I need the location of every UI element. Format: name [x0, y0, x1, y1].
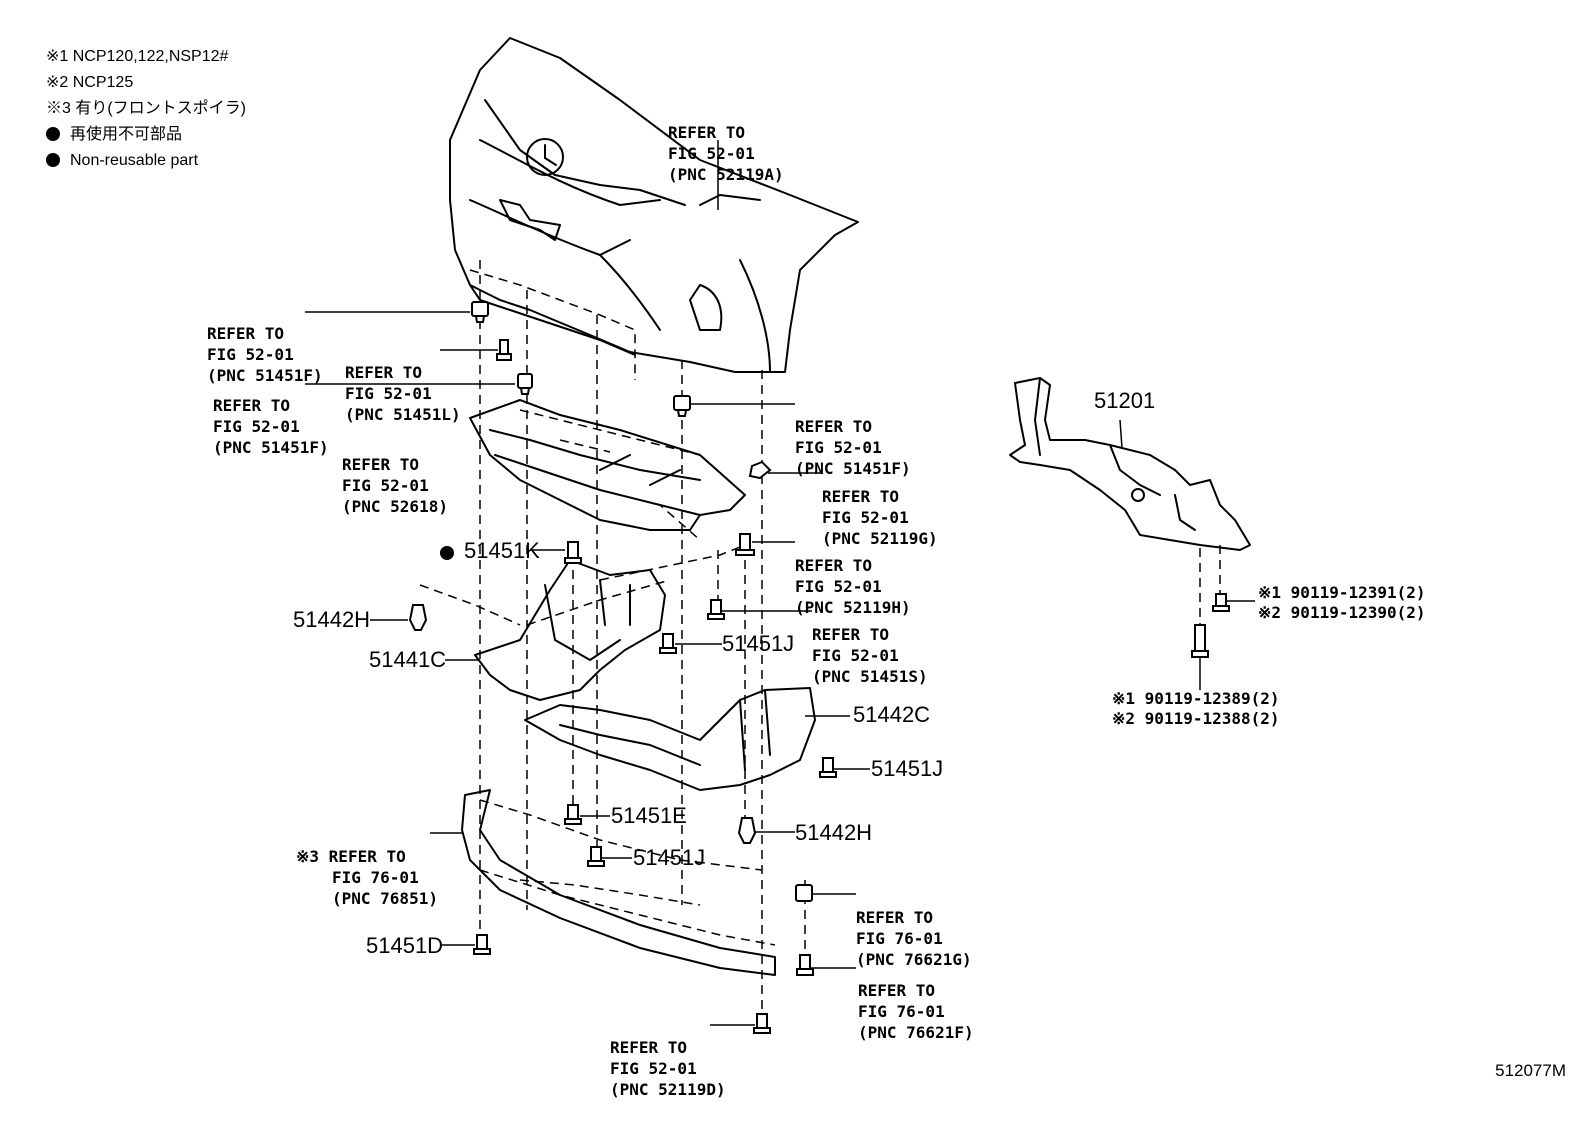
front-bumper-cover: [449, 37, 859, 373]
bullet-icon: [46, 127, 60, 141]
crossmember-51201: [1009, 377, 1251, 551]
bolt-icon: [564, 804, 582, 825]
part-51451J-b: 51451J: [871, 756, 944, 781]
bolt-icon: [473, 934, 491, 955]
part-51451D: 51451D: [366, 933, 444, 958]
part-51442H-a: 51442H: [293, 607, 371, 632]
legend-nonreusable-jp: 再使用不可部品: [46, 122, 246, 148]
bolt-icon: [753, 1013, 771, 1034]
bolt-icon: [1212, 593, 1230, 612]
clip-icon: [471, 301, 489, 323]
legend-nonreusable-en: Non-reusable part: [46, 148, 246, 174]
legend-note-1: ※1 NCP120,122,NSP12#: [46, 48, 229, 65]
engine-under-cover-left: [474, 559, 666, 701]
clip-icon: [517, 373, 533, 395]
part-51201: 51201: [1094, 388, 1156, 413]
part-51442C: 51442C: [853, 702, 931, 727]
part-51451J-a: 51451J: [722, 631, 795, 656]
figure-code: 512077M: [1495, 1061, 1566, 1080]
part-51451J-c: 51451J: [633, 845, 706, 870]
front-spoiler: [461, 789, 776, 976]
legend: ※1 NCP120,122,NSP12# ※2 NCP125 ※3 有り(フロン…: [46, 44, 246, 174]
bolt-icon: [1191, 624, 1209, 658]
clip-icon: [795, 884, 813, 902]
bolt-note-1: ※1 90119-12391(2)※2 90119-12390(2): [1258, 583, 1426, 622]
bolt-note-2: ※1 90119-12389(2)※2 90119-12388(2): [1112, 689, 1280, 728]
part-51451K: 51451K: [440, 538, 540, 564]
engine-under-cover-right: [524, 687, 816, 791]
nonreusable-bullet-icon: [440, 546, 454, 560]
bolt-icon: [587, 846, 605, 867]
bolt-icon: [564, 541, 582, 564]
leader-lines: [305, 140, 1255, 1026]
bolt-icon: [819, 757, 837, 778]
legend-note-3: ※3 有り(フロントスポイラ): [46, 100, 247, 117]
clip-icon: [408, 604, 428, 631]
bolt-icon: [659, 633, 677, 654]
bolt-icon: [707, 599, 725, 620]
lower-grille-panel: [469, 399, 746, 531]
part-51451E: 51451E: [611, 803, 687, 828]
bullet-icon: [46, 153, 60, 167]
clip-icon: [737, 817, 757, 844]
legend-note-2: ※2 NCP125: [46, 74, 134, 91]
bolt-icon: [496, 339, 512, 361]
bolt-icon: [796, 954, 814, 976]
part-51441C: 51441C: [369, 647, 447, 672]
clip-icon: [748, 460, 772, 480]
clip-icon: [673, 395, 691, 417]
part-51442H-b: 51442H: [795, 820, 873, 845]
fasteners: [408, 301, 1230, 1034]
bolt-icon: [735, 533, 755, 556]
